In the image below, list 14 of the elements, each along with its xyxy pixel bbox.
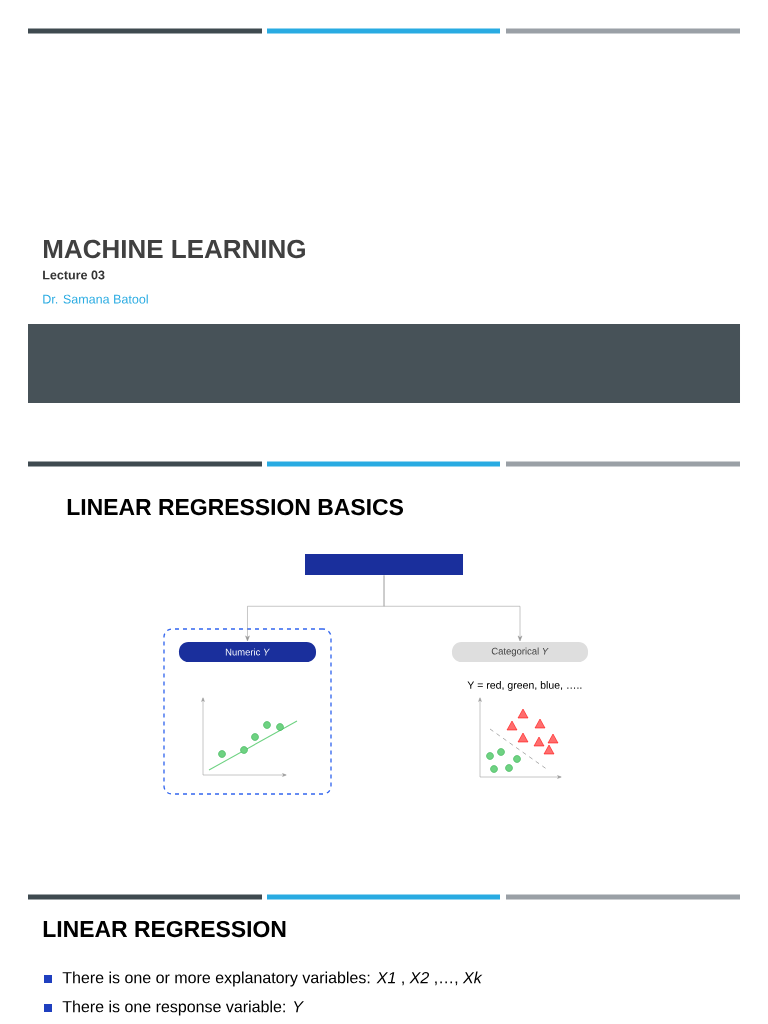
- slide-title: MACHINE LEARNING: [44, 239, 305, 259]
- bullet-text: There is one or more explanatory variables: X1 , X2 ,…, Xk: [62, 971, 483, 987]
- category-pill: Categorical Y: [452, 642, 588, 662]
- subtitle: Lecture 03: [43, 270, 105, 280]
- title-band: [28, 324, 740, 403]
- slide-title: LINEAR REGRESSION: [43, 920, 286, 938]
- title-box: [305, 554, 463, 575]
- bullet-text: There is one response variable: Y: [62, 1000, 304, 1016]
- dashed-frame: [163, 628, 332, 795]
- connector-arrow: [383, 575, 523, 642]
- author-name: Dr. Samana Batool: [43, 294, 148, 304]
- class-values-text: Y = red, green, blue, …..: [467, 681, 582, 691]
- category-pill: Numeric Y: [179, 642, 316, 662]
- slide-title: LINEAR REGRESSION BASICS: [67, 498, 403, 516]
